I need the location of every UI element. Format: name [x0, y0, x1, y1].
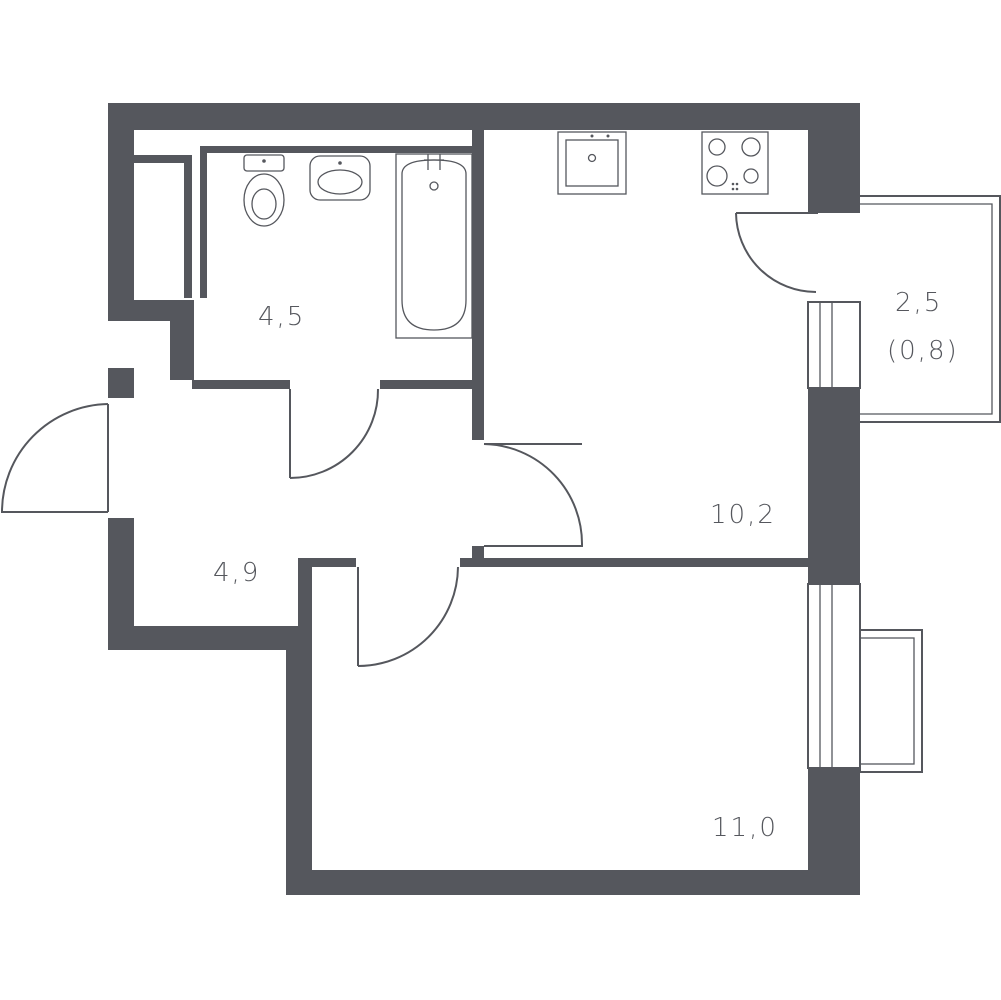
kitchen-area-label: 10,2: [710, 500, 776, 530]
kitchen-sink-icon: [557, 131, 627, 195]
balcony-door: [735, 212, 818, 293]
bedroom-area-label: 11,0: [712, 813, 778, 843]
hall-area-label: 4,9: [213, 558, 260, 588]
toilet-icon: [243, 154, 285, 227]
bathtub-icon: [395, 153, 473, 339]
entrance-door: [0, 403, 109, 513]
kitchen-door: [483, 443, 584, 547]
partitions: [134, 130, 808, 650]
bedroom-door: [357, 566, 459, 667]
bathroom-area-label: 4,5: [258, 302, 305, 332]
windows: [807, 301, 923, 773]
bathroom-door: [289, 388, 380, 479]
doors: [0, 212, 818, 667]
loggia-reduced-area-label: (0,8): [887, 336, 959, 366]
walls: [108, 103, 860, 895]
sink-icon: [309, 155, 371, 201]
loggia-area-label: 2,5: [895, 288, 942, 318]
stove-icon: [701, 131, 769, 195]
loggia: [860, 195, 1001, 423]
